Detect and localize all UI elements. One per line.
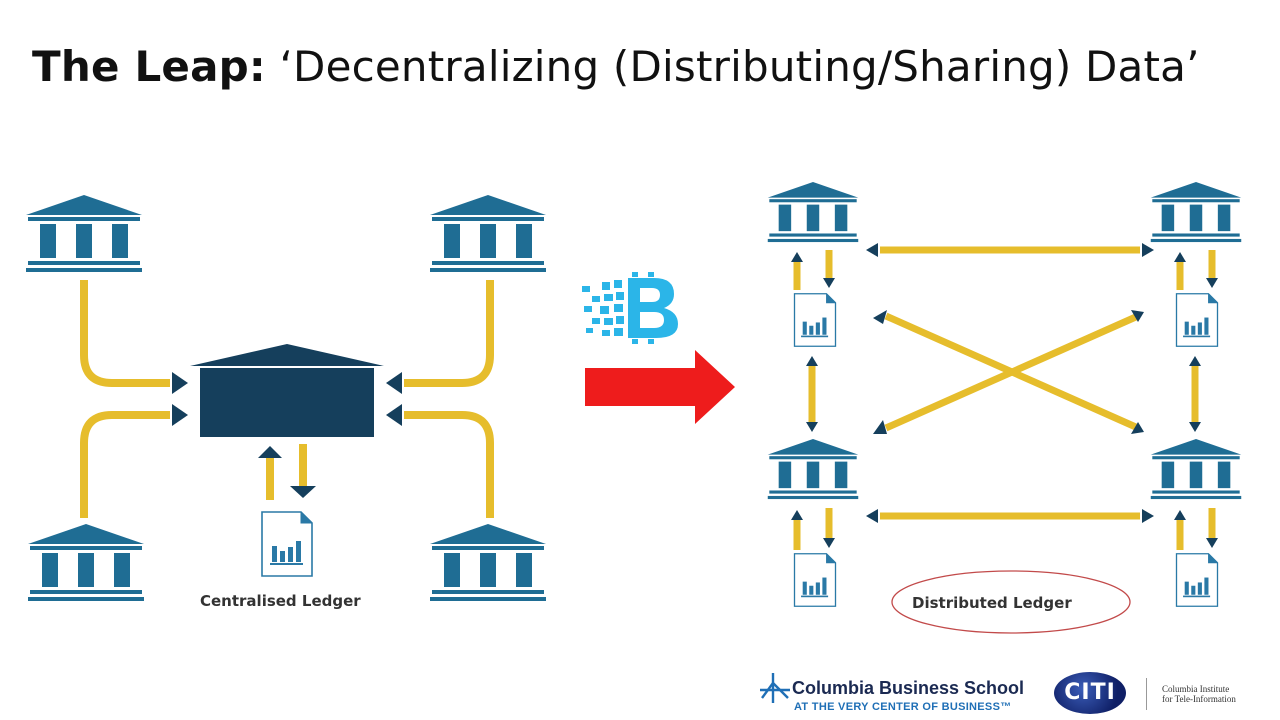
ledger-document-icon-bottom-right <box>1175 553 1219 607</box>
ledger-document-icon-bottom-left <box>793 553 837 607</box>
slide-title-bold: The Leap: <box>32 42 266 91</box>
distributed-connectors <box>793 246 1216 550</box>
centralised-connectors <box>80 280 494 518</box>
bank-icon-right-bottom <box>430 524 546 601</box>
centralised-ledger-label: Centralised Ledger <box>200 592 361 610</box>
centralised-arrowheads <box>172 372 402 498</box>
bank-icon-node-bottom-left <box>767 439 859 500</box>
slide-title-rest: ‘Decentralizing (Distributing/Sharing) D… <box>265 42 1200 91</box>
columbia-crown-logo-icon <box>760 673 790 703</box>
transition-arrow <box>585 350 735 424</box>
columbia-business-school-tagline: AT THE VERY CENTER OF BUSINESS™ <box>794 701 1012 713</box>
bank-icon-left-top <box>26 195 142 272</box>
ledger-document-icon-top-left <box>793 293 837 347</box>
slide-title: The Leap: ‘Decentralizing (Distributing/… <box>32 42 1200 91</box>
bank-icon-node-bottom-right <box>1150 439 1242 500</box>
bank-icon-left-bottom <box>28 524 144 601</box>
columbia-business-school-name: Columbia Business School <box>792 678 1025 698</box>
central-hub-icon <box>190 344 384 437</box>
institute-line-2: for Tele-Information <box>1162 694 1236 704</box>
citi-logo: CITI <box>1054 672 1126 714</box>
ledger-document-icon-central <box>261 511 313 577</box>
bank-icon-right-top <box>430 195 546 272</box>
distributed-arrowheads <box>791 243 1218 548</box>
footer-divider <box>1146 678 1147 710</box>
blockchain-b-icon <box>582 272 678 344</box>
bank-icon-node-top-right <box>1150 182 1242 243</box>
institute-line-1: Columbia Institute <box>1162 684 1230 694</box>
footer: Columbia Business School AT THE VERY CEN… <box>756 670 1280 720</box>
ledger-document-icon-top-right <box>1175 293 1219 347</box>
bank-icon-node-top-left <box>767 182 859 243</box>
distributed-ledger-label: Distributed Ledger <box>912 594 1072 612</box>
distributed-label-oval <box>891 570 1131 634</box>
